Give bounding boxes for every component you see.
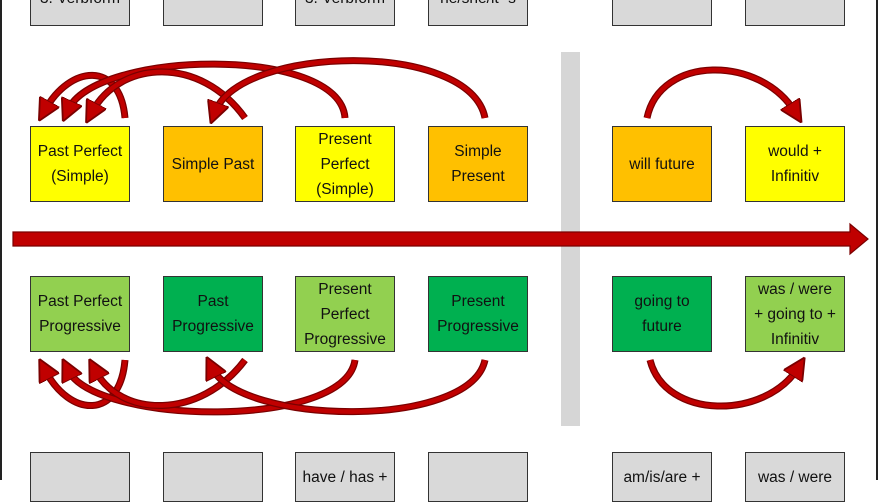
box-label: Past Progressive bbox=[172, 293, 254, 335]
bottom-box-5: am/is/are + bbox=[612, 452, 712, 502]
box-present-perfect-simple: Present Perfect (Simple) bbox=[295, 126, 395, 202]
page-frame bbox=[0, 0, 878, 480]
arc-bottom-2-arrow-fill bbox=[68, 360, 358, 415]
timeline-arrow bbox=[12, 222, 869, 256]
top-box-5 bbox=[612, 0, 712, 26]
box-simple-past: Simple Past bbox=[163, 126, 263, 202]
box-label: Simple Past bbox=[171, 155, 255, 173]
box-simple-present: Simple Present bbox=[428, 126, 528, 202]
box-was-were-going-to: was / were + going to + Infinitiv bbox=[745, 276, 845, 352]
bottom-box-1 bbox=[30, 452, 130, 502]
arc-top-4-arrow-fill bbox=[215, 58, 488, 118]
box-label: was / were bbox=[757, 469, 833, 486]
bottom-box-2 bbox=[163, 452, 263, 502]
arc-will-would-arrow bbox=[643, 66, 798, 119]
top-box-4: he/she/it -s bbox=[428, 0, 528, 26]
bottom-box-6: was / were bbox=[745, 452, 845, 502]
box-label: Simple Present bbox=[451, 143, 505, 185]
arc-will-would-arrow-fill bbox=[644, 67, 795, 118]
bottom-box-4 bbox=[428, 452, 528, 502]
box-label: 3. Verbform bbox=[305, 0, 385, 11]
box-label: going to future bbox=[634, 293, 690, 335]
box-label: Present Progressive bbox=[437, 293, 519, 335]
box-label: Present Perfect (Simple) bbox=[316, 130, 374, 198]
box-label: will future bbox=[629, 155, 695, 173]
bottom-box-3: have / has + bbox=[295, 452, 395, 502]
box-past-progressive: Past Progressive bbox=[163, 276, 263, 352]
box-label: he/she/it -s bbox=[440, 0, 516, 11]
box-label: Past Perfect (Simple) bbox=[37, 143, 123, 185]
box-going-to-future: going to future bbox=[612, 276, 712, 352]
arc-going-was-arrow bbox=[646, 358, 801, 410]
arc-bottom-4-arrow bbox=[208, 358, 489, 416]
box-past-perfect-progressive: Past Perfect Progressive bbox=[30, 276, 130, 352]
top-box-3: 3. Verbform bbox=[295, 0, 395, 26]
box-label: have / has + bbox=[302, 469, 388, 486]
box-label: was / were + going to + Infinitiv bbox=[754, 280, 836, 348]
arc-top-1-arrow-fill bbox=[45, 73, 128, 118]
top-box-2 bbox=[163, 0, 263, 26]
box-label: Past Perfect Progressive bbox=[37, 293, 123, 335]
arc-bottom-4-arrow-fill bbox=[212, 360, 488, 414]
box-would-infinitiv: would + Infinitiv bbox=[745, 126, 845, 202]
arrow-layer bbox=[12, 57, 869, 416]
top-box-1: 3. Verbform bbox=[30, 0, 130, 26]
box-label: would + Infinitiv bbox=[768, 143, 822, 185]
arc-going-was-arrow-fill bbox=[647, 360, 798, 409]
arc-top-2-arrow-fill bbox=[68, 61, 348, 118]
box-present-progressive: Present Progressive bbox=[428, 276, 528, 352]
arc-bottom-1-arrow-fill bbox=[45, 360, 128, 408]
box-label: am/is/are + bbox=[623, 469, 701, 486]
box-will-future: will future bbox=[612, 126, 712, 202]
box-past-perfect-simple: Past Perfect (Simple) bbox=[30, 126, 130, 202]
box-present-perfect-progressive: Present Perfect Progressive bbox=[295, 276, 395, 352]
top-box-6 bbox=[745, 0, 845, 26]
arc-bottom-3-arrow-fill bbox=[95, 360, 247, 408]
box-label: 3. Verbform bbox=[40, 0, 120, 11]
box-label: Present Perfect Progressive bbox=[304, 280, 386, 348]
